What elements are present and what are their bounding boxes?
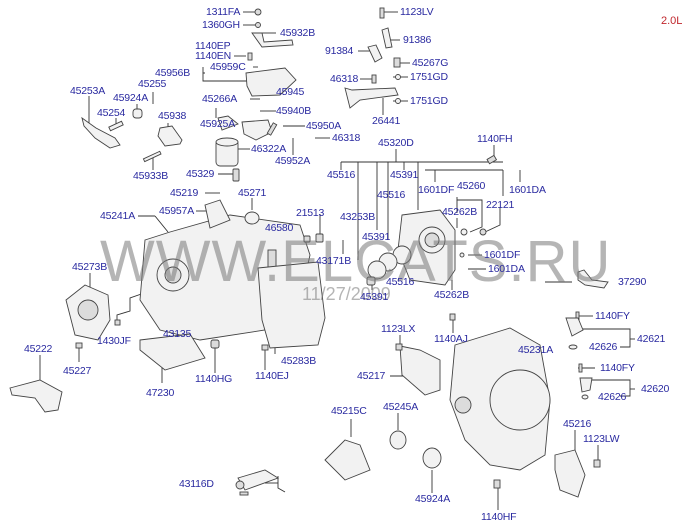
part-callout-43135[interactable]: 43135 [163,328,192,340]
part-callout-45231A[interactable]: 45231A [518,344,554,356]
part-callout-45215C[interactable]: 45215C [331,405,367,417]
part-callout-42621[interactable]: 42621 [637,333,666,345]
part-callout-1140EP[interactable]: 1140EP [195,40,231,52]
part-callout-1751GD-a[interactable]: 1751GD [410,71,448,83]
part-callout-1601DF-a[interactable]: 1601DF [418,184,455,196]
part-callout-45329[interactable]: 45329 [186,168,215,180]
part-callout-45516-a[interactable]: 45516 [327,169,356,181]
part-callout-45283B[interactable]: 45283B [281,355,317,367]
part-callout-1140FY-a[interactable]: 1140FY [595,310,630,322]
part-callout-1140EN[interactable]: 1140EN [195,50,231,62]
part-callout-45254[interactable]: 45254 [97,107,126,119]
part-callout-45925A[interactable]: 45925A [200,118,236,130]
part-callout-1123LV[interactable]: 1123LV [400,6,434,18]
part-callout-45391-a[interactable]: 45391 [390,169,419,181]
part-callout-45271[interactable]: 45271 [238,187,267,199]
part-callout-1140FY-b[interactable]: 1140FY [600,362,635,374]
part-callout-45227[interactable]: 45227 [63,365,92,377]
part-callout-45391-b[interactable]: 45391 [362,231,391,243]
part-callout-45217[interactable]: 45217 [357,370,386,382]
part-callout-26441[interactable]: 26441 [372,115,401,127]
part-callout-22121[interactable]: 22121 [486,199,515,211]
part-callout-1601DA-b[interactable]: 1601DA [488,263,525,275]
part-callout-45253A[interactable]: 45253A [70,85,106,97]
part-callout-45938[interactable]: 45938 [158,110,187,122]
part-callout-46322A[interactable]: 46322A [251,143,287,155]
part-callout-46580[interactable]: 46580 [265,222,294,234]
part-callout-1140AJ[interactable]: 1140AJ [434,333,468,345]
part-callout-42626-a[interactable]: 42626 [589,341,618,353]
part-callout-1601DF-b[interactable]: 1601DF [484,249,521,261]
part-callout-45957A[interactable]: 45957A [159,205,195,217]
part-callout-45945[interactable]: 45945 [276,86,305,98]
part-callout-43116D[interactable]: 43116D [179,478,214,490]
part-callout-46318-top[interactable]: 46318 [330,73,359,85]
part-callout-1311FA[interactable]: 1311FA [206,6,241,18]
part-callout-45320D[interactable]: 45320D [378,137,414,149]
part-callout-45924A[interactable]: 45924A [113,92,149,104]
part-callout-45273B[interactable]: 45273B [72,261,108,273]
part-shapes [9,7,609,498]
part-callout-45262B-a[interactable]: 45262B [442,206,478,218]
part-callout-1140HF[interactable]: 1140HF [481,511,517,523]
part-callout-46318-mid[interactable]: 46318 [332,132,361,144]
part-callout-45516-b[interactable]: 45516 [377,189,406,201]
part-callout-45933B[interactable]: 45933B [133,170,169,182]
part-callout-45924A-bottom[interactable]: 45924A [415,493,451,505]
part-callout-45952A[interactable]: 45952A [275,155,311,167]
part-callout-45391-c[interactable]: 45391 [360,291,389,303]
part-callout-1430JF[interactable]: 1430JF [97,335,131,347]
part-callout-45516-c[interactable]: 45516 [386,276,415,288]
part-callout-1123LX[interactable]: 1123LX [381,323,416,335]
part-callout-42626-b[interactable]: 42626 [598,391,627,403]
part-callout-21513[interactable]: 21513 [296,207,325,219]
part-callout-1123LW[interactable]: 1123LW [583,433,620,445]
part-callout-1140FH[interactable]: 1140FH [477,133,513,145]
part-callout-45255[interactable]: 45255 [138,78,167,90]
part-callout-1601DA-a[interactable]: 1601DA [509,184,546,196]
part-callout-45267G[interactable]: 45267G [412,57,449,69]
part-callout-1140HG[interactable]: 1140HG [195,373,233,385]
part-callout-43171B[interactable]: 43171B [316,255,352,267]
engine-variant-label: 2.0L [661,15,683,27]
part-callout-42620[interactable]: 42620 [641,383,670,395]
part-callout-45932B[interactable]: 45932B [280,27,316,39]
part-callout-45222[interactable]: 45222 [24,343,53,355]
part-callout-45216[interactable]: 45216 [563,418,592,430]
part-callout-45245A[interactable]: 45245A [383,401,419,413]
part-callout-45260[interactable]: 45260 [457,180,486,192]
part-callout-1751GD-b[interactable]: 1751GD [410,95,448,107]
part-callout-45262B-b[interactable]: 45262B [434,289,470,301]
part-callout-45956B[interactable]: 45956B [155,67,191,79]
part-callout-45241A[interactable]: 45241A [100,210,136,222]
part-callout-91384[interactable]: 91384 [325,45,354,57]
part-callout-45940B[interactable]: 45940B [276,105,312,117]
part-callout-1140EJ[interactable]: 1140EJ [255,370,289,382]
part-callout-1360GH[interactable]: 1360GH [202,19,240,31]
part-callout-45219[interactable]: 45219 [170,187,199,199]
part-callout-37290[interactable]: 37290 [618,276,647,288]
part-callout-91386[interactable]: 91386 [403,34,432,46]
part-callout-45959C[interactable]: 45959C [210,61,246,73]
part-callout-45950A[interactable]: 45950A [306,120,342,132]
part-callout-45266A[interactable]: 45266A [202,93,238,105]
part-callout-47230[interactable]: 47230 [146,387,175,399]
part-callout-43253B[interactable]: 43253B [340,211,376,223]
